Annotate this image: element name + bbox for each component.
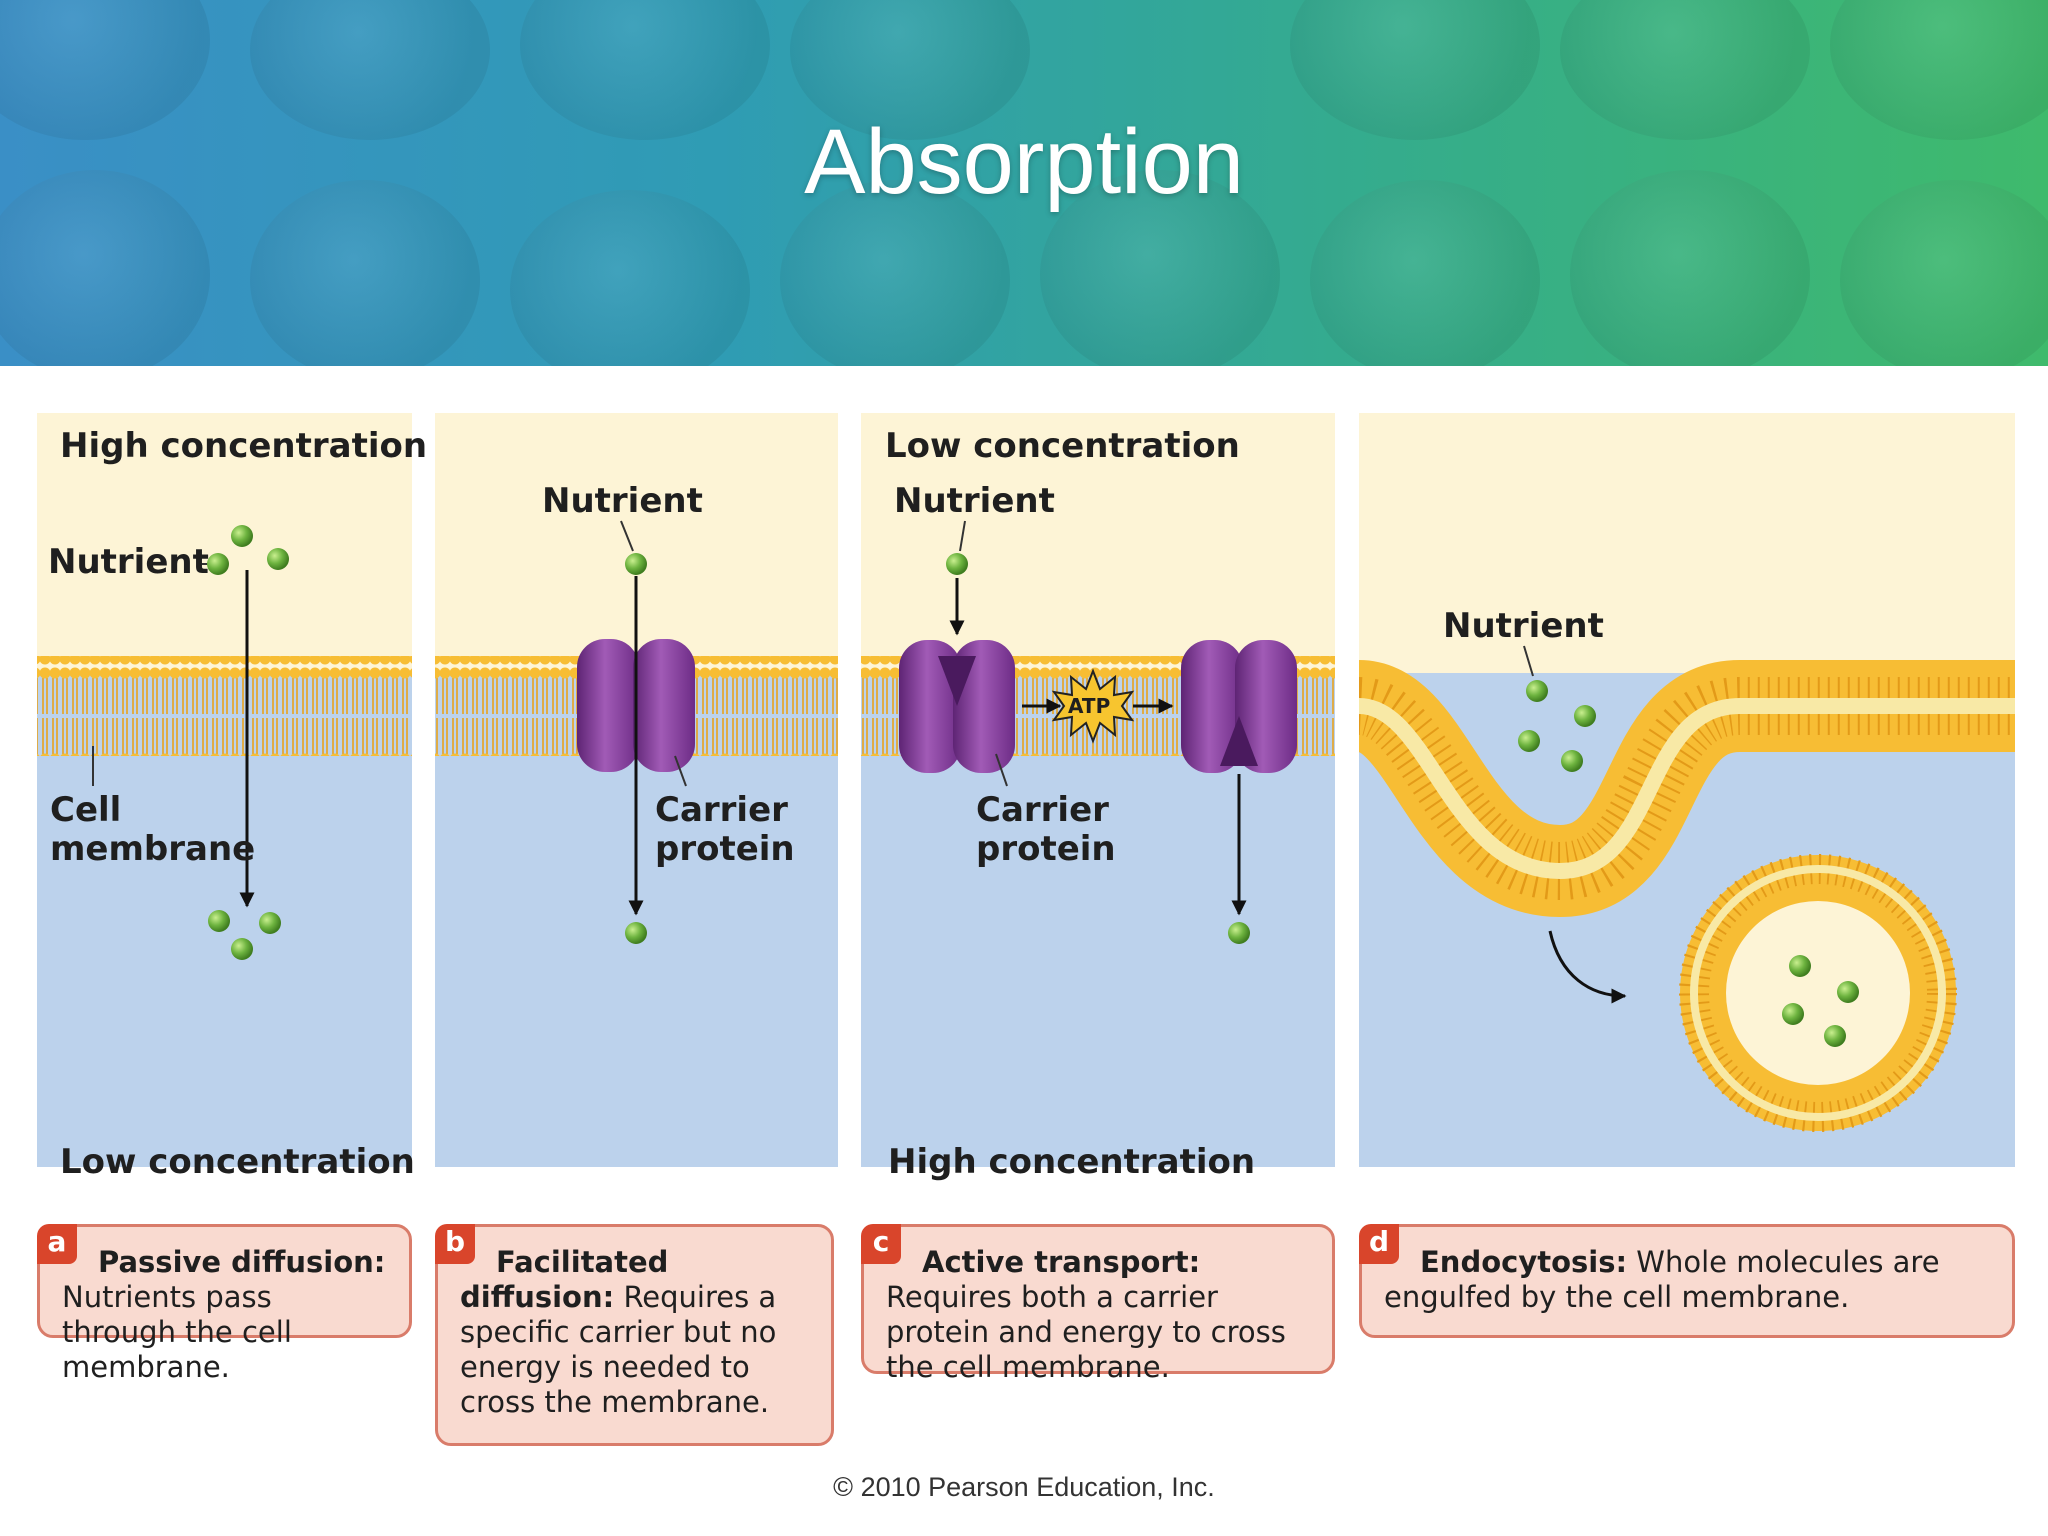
slide-header: Absorption (0, 0, 2048, 366)
caption-d-head: Endocytosis: (1420, 1245, 1628, 1279)
caption-a: a Passive diffusion: Nutrients pass thro… (37, 1224, 412, 1384)
label-protein-c: protein (976, 829, 1116, 869)
caption-d-badge: d (1359, 1224, 1399, 1264)
atp-burst-icon (1051, 668, 1135, 744)
caption-a-body: Nutrients pass through the cell membrane… (62, 1280, 292, 1384)
caption-c-head: Active transport: (922, 1245, 1201, 1279)
label-protein-b: protein (655, 829, 795, 869)
label-membrane: membrane (50, 829, 256, 869)
panel-d-endocytosis (1353, 413, 2015, 1167)
label-low-concentration-a: Low concentration (60, 1142, 415, 1182)
slide-title: Absorption (804, 111, 1244, 213)
caption-b-badge: b (435, 1224, 475, 1264)
absorption-diagram: High concentration Nutrient Cell membran… (0, 366, 2048, 1536)
label-cell: Cell (50, 790, 122, 830)
label-nutrient-c: Nutrient (894, 481, 1055, 521)
caption-b-head: Facilitated diffusion: (460, 1245, 669, 1314)
caption-d-body: Whole molecules are engulfed by the cell… (1384, 1245, 1940, 1314)
panel-b-facilitated-diffusion (435, 413, 838, 1167)
label-carrier-b: Carrier (655, 790, 788, 830)
membrane-illustration (37, 413, 2015, 1167)
panel-c-active-transport (861, 413, 1335, 1167)
label-carrier-c: Carrier (976, 790, 1109, 830)
caption-d: d Endocytosis: Whole molecules are engul… (1359, 1224, 2015, 1338)
label-low-concentration-c: Low concentration (885, 426, 1240, 466)
label-high-concentration-c: High concentration (888, 1142, 1256, 1182)
caption-c: c Active transport: Requires both a carr… (861, 1224, 1335, 1384)
label-nutrient-d: Nutrient (1443, 606, 1604, 646)
caption-c-body: Requires both a carrier protein and ener… (886, 1280, 1286, 1384)
caption-b-body: Requires a specific carrier but no energ… (460, 1280, 777, 1419)
caption-c-badge: c (861, 1224, 901, 1264)
caption-a-head: Passive diffusion: (98, 1245, 386, 1279)
label-high-concentration-a: High concentration (60, 426, 428, 466)
label-atp: ATP (1068, 694, 1111, 718)
caption-a-badge: a (37, 1224, 77, 1264)
label-nutrient-a: Nutrient (48, 542, 209, 582)
copyright-notice: © 2010 Pearson Education, Inc. (833, 1472, 1215, 1502)
caption-b: b Facilitated diffusion: Requires a spec… (435, 1224, 834, 1446)
label-nutrient-b: Nutrient (542, 481, 703, 521)
panel-a-passive-diffusion (37, 413, 412, 1167)
